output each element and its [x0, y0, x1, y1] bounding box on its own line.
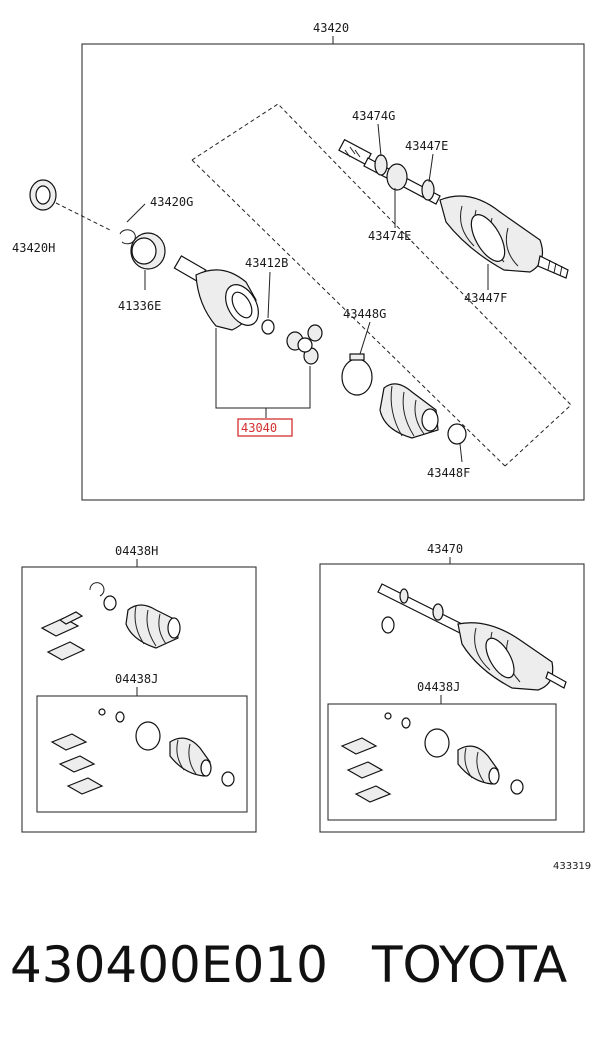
- outboard-assembly-frame: [319, 563, 585, 833]
- label-43412b[interactable]: 43412B: [245, 256, 288, 270]
- label-43420[interactable]: 43420: [313, 21, 349, 35]
- snap-ring-43412b-part: [261, 319, 275, 335]
- main-assembly-frame: [81, 43, 585, 501]
- inboard-joint-part: [173, 255, 259, 331]
- label-43448g[interactable]: 43448G: [343, 307, 386, 321]
- label-04438j-left[interactable]: 04438J: [115, 672, 158, 686]
- boot-kit-j-left-frame: [36, 695, 248, 813]
- footer-part-number: 430400E010: [10, 936, 328, 994]
- drive-shaft-part: [338, 138, 569, 279]
- label-43474e[interactable]: 43474E: [368, 229, 411, 243]
- outboard-shaft-part: [377, 583, 567, 691]
- illustration-number: 433319: [553, 861, 591, 872]
- snap-ring-43420g-part: [119, 229, 136, 245]
- label-43420g[interactable]: 43420G: [150, 195, 193, 209]
- label-43447e[interactable]: 43447E: [405, 139, 448, 153]
- label-04438h[interactable]: 04438H: [115, 544, 158, 558]
- bearing-41336e-part: [130, 232, 166, 270]
- clamp-43448g-part: [341, 353, 373, 396]
- bracket-43420h-part: [29, 179, 57, 211]
- label-43470[interactable]: 43470: [427, 542, 463, 556]
- boot-kit-h-frame: [21, 566, 257, 833]
- clamp-43448f-part: [447, 423, 467, 445]
- label-43420h[interactable]: 43420H: [12, 241, 55, 255]
- inboard-boot-part: [379, 383, 439, 439]
- label-43474g[interactable]: 43474G: [352, 109, 395, 123]
- boot-kit-h-parts: [89, 582, 181, 649]
- boot-kit-j-right-parts: [384, 712, 524, 795]
- footer-brand: TOYOTA: [372, 936, 568, 994]
- grease-packs-h: [40, 611, 86, 661]
- grease-packs-j-right: [340, 737, 392, 803]
- label-41336e[interactable]: 41336E: [118, 299, 161, 313]
- grease-packs-j-left: [50, 733, 104, 795]
- highlight-box-43040: [237, 418, 293, 437]
- boot-kit-j-right-frame: [327, 703, 557, 821]
- boot-kit-j-left-parts: [98, 708, 235, 787]
- label-04438j-right[interactable]: 04438J: [417, 680, 460, 694]
- label-43040[interactable]: 43040: [241, 421, 277, 435]
- label-43448f[interactable]: 43448F: [427, 466, 470, 480]
- label-43447f[interactable]: 43447F: [464, 291, 507, 305]
- tripod-part: [286, 324, 323, 365]
